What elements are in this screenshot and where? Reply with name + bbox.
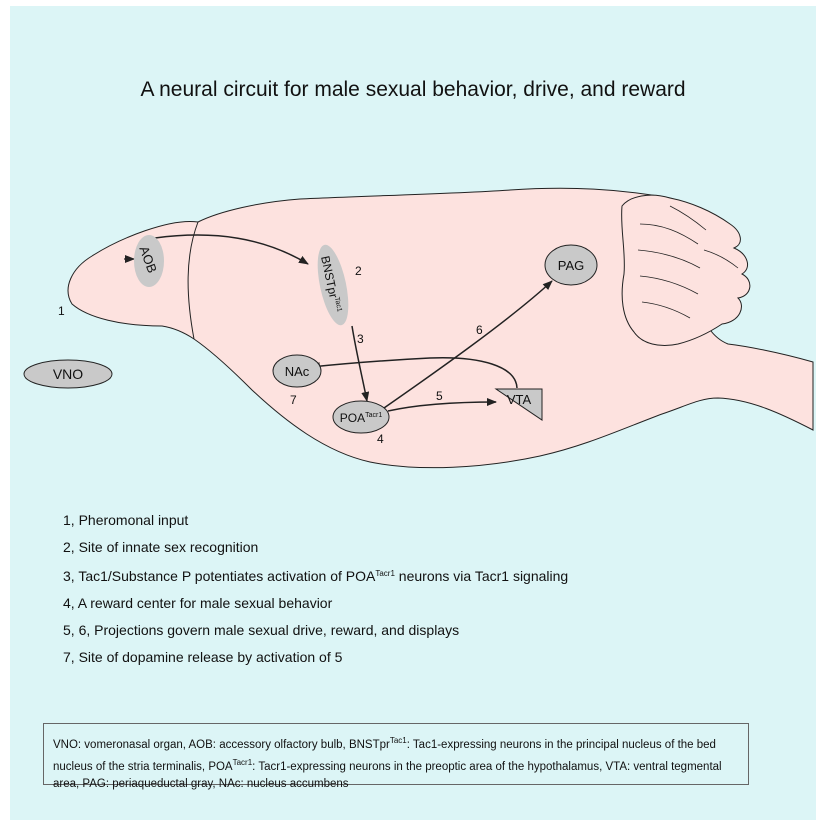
note-1: 1, Pheromonal input [63,512,568,528]
note-2: 2, Site of innate sex recognition [63,539,568,555]
vta-label: VTA [507,392,532,407]
marker-4: 4 [377,432,384,446]
vno-label: VNO [53,366,83,382]
note-3-sup: Tacr1 [375,569,395,578]
marker-7: 7 [290,393,297,407]
cerebellum [622,195,750,345]
legend-sup-2: Tacr1 [233,758,253,767]
note-5: 5, 6, Projections govern male sexual dri… [63,622,568,638]
marker-5: 5 [436,389,443,403]
note-4: 4, A reward center for male sexual behav… [63,595,568,611]
poa-label-sup: Tacr1 [365,412,382,419]
legend-part-1: VNO: vomeronasal organ, AOB: accessory o… [53,739,390,751]
note-3-post: neurons via Tacr1 signaling [395,568,568,584]
nac-label: NAc [285,364,310,379]
note-6: 7, Site of dopamine release by activatio… [63,649,568,665]
figure-panel: A neural circuit for male sexual behavio… [10,6,816,820]
marker-3: 3 [357,332,364,346]
marker-6: 6 [476,323,483,337]
notes-list: 1, Pheromonal input 2, Site of innate se… [63,512,568,676]
abbreviation-legend: VNO: vomeronasal organ, AOB: accessory o… [43,723,749,785]
marker-2: 2 [355,264,362,278]
marker-1: 1 [58,304,65,318]
note-3-pre: 3, Tac1/Substance P potentiates activati… [63,568,375,584]
poa-label-base: POA [340,411,365,425]
brain-diagram: VNO AOB BNSTprTac1 NAc POATacr1 VTA PAG … [10,6,816,506]
note-3: 3, Tac1/Substance P potentiates activati… [63,566,568,584]
legend-sup-1: Tac1 [390,736,407,745]
pag-label: PAG [558,258,585,273]
